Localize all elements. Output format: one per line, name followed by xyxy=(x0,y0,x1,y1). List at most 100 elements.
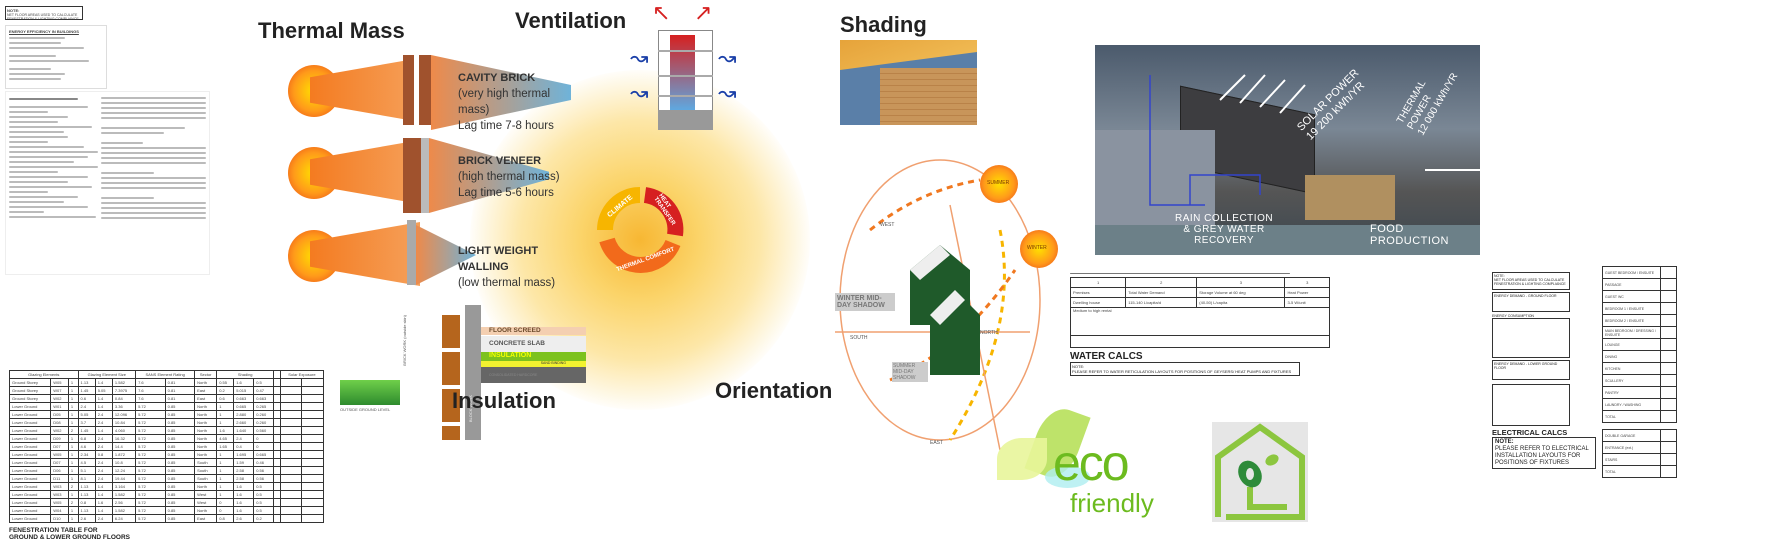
table-cell: Lower Ground xyxy=(8,434,52,443)
table-cell: 1 xyxy=(216,466,235,475)
table-cell: 1 xyxy=(67,418,79,427)
table-cell: 1 xyxy=(67,402,79,411)
table-cell: North xyxy=(194,410,218,419)
table-cell: D05 xyxy=(50,410,69,419)
table-cell: Lower Ground xyxy=(8,426,52,435)
table-cell: 7.6 xyxy=(135,394,166,403)
table-cell: 7.6 xyxy=(135,378,166,387)
table-cell: 7.6 xyxy=(135,386,166,395)
water-note: PLEASE REFER TO WATER RETICULATION LAYOU… xyxy=(1072,369,1292,374)
table-cell: 1 xyxy=(67,506,79,515)
table-cell: 12.24 xyxy=(111,466,137,475)
table-cell: 2.4 xyxy=(77,402,96,411)
table-cell: 5.72 xyxy=(135,418,166,427)
table-cell: Lower Ground xyxy=(8,442,52,451)
ground-level-label: OUTSIDE GROUND LEVEL xyxy=(340,407,391,412)
table-cell: Lower Ground xyxy=(8,514,52,523)
table-cell: 1.640 xyxy=(233,426,255,435)
table-header: Glazing Element Size xyxy=(77,370,137,379)
table-cell: W05 xyxy=(50,498,69,507)
summer-label: SUMMER xyxy=(987,180,1010,186)
room-row: BEDROOM 2 / ENSUITE xyxy=(1602,314,1677,327)
layer-floor-screed: FLOOR SCREED xyxy=(481,327,586,335)
table-cell: 2.6 xyxy=(77,514,96,523)
table-header: Solar Exposure xyxy=(279,370,325,379)
table-cell: 2.4 xyxy=(94,410,113,419)
green-house-logo xyxy=(1212,422,1308,522)
room-row: MAIN BEDROOM / DRESSING / ENSUITE xyxy=(1602,326,1677,339)
lightweight-wall-icon xyxy=(407,220,416,285)
table-cell: North xyxy=(194,450,218,459)
table-cell: 5.72 xyxy=(135,514,166,523)
table-cell: 10.8 xyxy=(111,458,137,467)
table-cell: 0.55 xyxy=(216,378,235,387)
table-cell: Lower Ground xyxy=(8,482,52,491)
table-cell: North xyxy=(194,434,218,443)
table-cell: 7.3975 xyxy=(111,386,137,395)
table-cell: 2.4 xyxy=(94,418,113,427)
shading-title: Shading xyxy=(840,12,927,37)
table-header xyxy=(273,370,281,379)
brick-veneer-wall-icon xyxy=(403,138,421,213)
table-cell: 1.582 xyxy=(111,378,137,387)
table-cell: West xyxy=(194,498,218,507)
table-cell: 0.8 xyxy=(94,450,113,459)
electrical-calcs-title: ELECTRICAL CALCS xyxy=(1492,428,1568,437)
table-cell: 0.8 xyxy=(77,498,96,507)
summer-sun-icon xyxy=(980,165,1018,203)
table-cell: 0.85 xyxy=(164,466,196,475)
grass-icon xyxy=(340,380,400,405)
table-cell: 0.2 xyxy=(216,386,235,395)
fenestration-caption-2: GROUND & LOWER GROUND FLOORS xyxy=(9,534,130,541)
winter-shadow-label: WINTER MID-DAY SHADOW xyxy=(835,293,895,311)
table-cell: 1.6 xyxy=(233,498,255,507)
room-row: DINING xyxy=(1602,350,1677,363)
table-cell: Lower Ground xyxy=(8,498,52,507)
table-cell: 1 xyxy=(216,482,235,491)
efficiency-heading: ENERGY EFFICIENCY IN BUILDINGS xyxy=(9,29,79,34)
table-cell: 0.81 xyxy=(164,394,196,403)
table-cell: Lower Ground xyxy=(8,458,52,467)
brick-label: BRICK WORK (outside skin) xyxy=(402,315,407,366)
table-cell: 1 xyxy=(67,434,79,443)
table-cell: 1.13 xyxy=(77,490,96,499)
thermal-mass-title: Thermal Mass xyxy=(258,18,405,43)
table-cell: 1.13 xyxy=(77,482,96,491)
table-cell: North xyxy=(194,418,218,427)
room-row: LAUNDRY / WASHING xyxy=(1602,398,1677,411)
table-cell: 1.65 xyxy=(216,442,235,451)
table-cell: North xyxy=(194,378,218,387)
table-cell: 2.4 xyxy=(233,434,255,443)
table-cell: 5.015 xyxy=(233,386,255,395)
table-cell: 1.4 xyxy=(94,482,113,491)
table-cell: 0.6 xyxy=(216,394,235,403)
table-cell: 0.85 xyxy=(164,482,196,491)
table-cell: 1.6 xyxy=(233,378,255,387)
table-cell: 1.6 xyxy=(233,506,255,515)
table-cell: 2.4 xyxy=(94,458,113,467)
table-cell: 0.260 xyxy=(253,418,275,427)
table-cell: 0.665 xyxy=(233,402,255,411)
table-cell: 0.56 xyxy=(253,474,275,483)
table-cell: 4.060 xyxy=(111,426,137,435)
table-cell: 1.6 xyxy=(216,426,235,435)
room-row: GUEST WC xyxy=(1602,290,1677,303)
table-cell: 0.5 xyxy=(253,490,275,499)
table-cell: 19.44 xyxy=(111,474,137,483)
table-cell: 5.05 xyxy=(94,386,113,395)
table-cell: 2.34 xyxy=(77,450,96,459)
table-cell: W07 xyxy=(50,386,69,395)
table-cell: W03 xyxy=(50,482,69,491)
table-cell: 5.72 xyxy=(135,474,166,483)
table-cell: 0.663 xyxy=(233,394,255,403)
ventilation-title: Ventilation xyxy=(515,8,627,33)
